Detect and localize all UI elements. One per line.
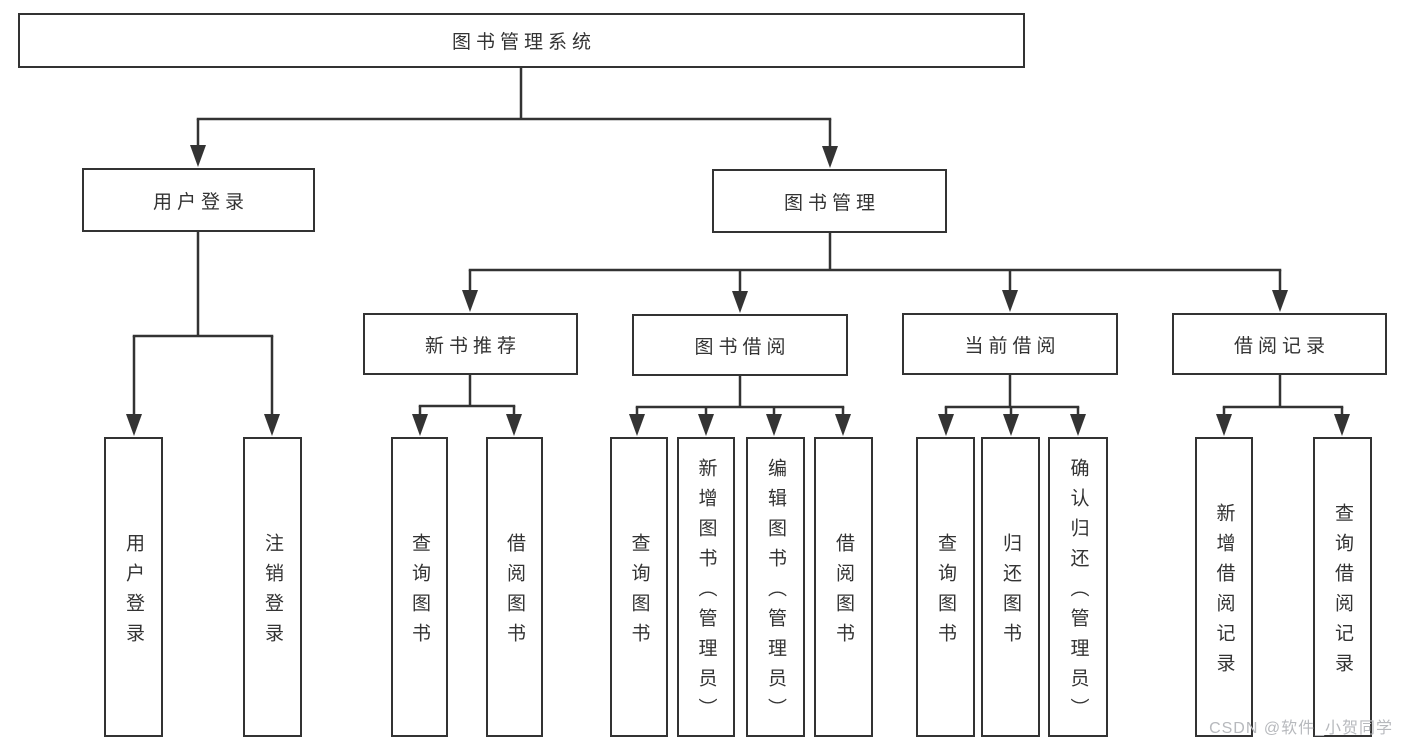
- leaf-borrow-books: 借阅图书: [814, 437, 873, 737]
- watermark: CSDN @软件_小贺同学: [1209, 720, 1393, 737]
- leaf-logout: 注销登录: [243, 437, 302, 737]
- leaf-query-books-borrowing: 查询图书: [610, 437, 668, 737]
- leaf-edit-books-admin: 编辑图书（管理员）: [746, 437, 805, 737]
- leaf-user-login: 用户登录: [104, 437, 163, 737]
- leaf-confirm-return-admin: 确认归还（管理员）: [1048, 437, 1108, 737]
- leaf-query-books-current: 查询图书: [916, 437, 975, 737]
- leaf-return-books: 归还图书: [981, 437, 1040, 737]
- leaf-add-books-admin: 新增图书（管理员）: [677, 437, 735, 737]
- node-current-borrowing: 当前借阅: [902, 313, 1118, 375]
- node-book-borrowing: 图书借阅: [632, 314, 848, 376]
- leaf-query-books-recommend: 查询图书: [391, 437, 448, 737]
- node-library-management-system: 图书管理系统: [18, 13, 1025, 68]
- node-borrowing-records: 借阅记录: [1172, 313, 1387, 375]
- node-user-login-branch: 用户登录: [82, 168, 315, 232]
- leaf-add-borrowing-record: 新增借阅记录: [1195, 437, 1253, 737]
- leaf-borrow-books-recommend: 借阅图书: [486, 437, 543, 737]
- node-new-book-recommendation: 新书推荐: [363, 313, 578, 375]
- node-book-management-branch: 图书管理: [712, 169, 947, 233]
- arrowheads-group: [126, 145, 1350, 436]
- leaf-query-borrowing-record: 查询借阅记录: [1313, 437, 1372, 737]
